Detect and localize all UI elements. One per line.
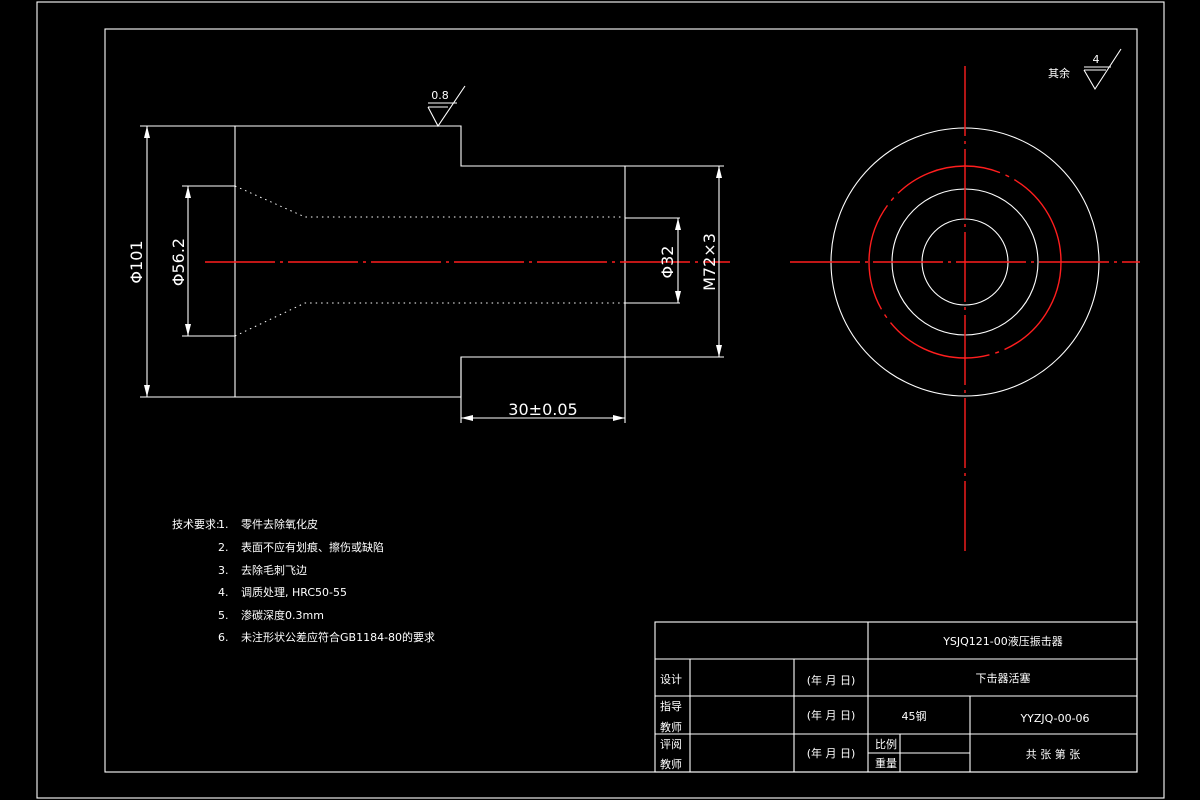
title-date-1: (年 月 日) bbox=[807, 673, 856, 687]
dim-d56-label: Φ56.2 bbox=[169, 238, 188, 286]
dim-d32-label: Φ32 bbox=[658, 246, 677, 279]
dimension-len30: 30±0.05 bbox=[460, 357, 626, 423]
tech-req-item-1: 零件去除氧化皮 bbox=[241, 517, 318, 531]
roughness-value: 0.8 bbox=[431, 89, 449, 102]
title-guide-label-2: 教师 bbox=[660, 721, 682, 734]
title-drawing-no: YYZJQ-00-06 bbox=[1019, 712, 1089, 725]
title-part-name: 下击器活塞 bbox=[976, 671, 1031, 685]
title-scale-label: 比例 bbox=[875, 737, 897, 751]
roughness-other-value: 4 bbox=[1093, 53, 1100, 66]
dim-d101-label: Φ101 bbox=[127, 240, 146, 283]
title-date-2: (年 月 日) bbox=[807, 708, 856, 722]
dim-m72-label: M72×3 bbox=[700, 233, 719, 291]
tech-req-item-5: 渗碳深度0.3mm bbox=[241, 608, 324, 622]
tech-req-texts: 零件去除氧化皮 表面不应有划痕、擦伤或缺陷 去除毛刺飞边 调质处理, HRC50… bbox=[241, 517, 435, 644]
roughness-other-label: 其余 bbox=[1048, 66, 1070, 80]
dim-len30-label: 30±0.05 bbox=[508, 400, 577, 419]
dimension-m72: M72×3 bbox=[625, 165, 724, 358]
hidden-bore-top bbox=[234, 185, 625, 218]
title-assembly: YSJQ121-00液压振击器 bbox=[942, 634, 1063, 648]
title-date-3: (年 月 日) bbox=[807, 746, 856, 760]
title-weight-label: 重量 bbox=[875, 756, 897, 770]
tech-req-num-1: 1. bbox=[218, 518, 229, 531]
title-material: 45钢 bbox=[902, 710, 927, 723]
title-design-label: 设计 bbox=[660, 673, 682, 686]
inner-frame bbox=[104, 28, 1138, 773]
roughness-other: 其余 4 bbox=[1048, 48, 1122, 91]
tech-req-numbers: 1. 2. 3. 4. 5. 6. bbox=[218, 518, 229, 644]
title-review-label-1: 评阅 bbox=[660, 738, 682, 751]
tech-req-item-3: 去除毛刺飞边 bbox=[241, 563, 307, 577]
tech-req-item-2: 表面不应有划痕、擦伤或缺陷 bbox=[241, 540, 384, 554]
tech-req-num-3: 3. bbox=[218, 564, 229, 577]
hidden-bore-bottom bbox=[234, 302, 625, 337]
tech-req-label: 技术要求: bbox=[172, 518, 220, 531]
title-sheets-label: 共 张 第 张 bbox=[1026, 747, 1081, 761]
title-review-label-2: 教师 bbox=[660, 758, 682, 771]
tech-req-num-6: 6. bbox=[218, 631, 229, 644]
dimension-d101: Φ101 bbox=[127, 125, 235, 398]
title-block: YSJQ121-00液压振击器 下击器活塞 45钢 YYZJQ-00-06 设计… bbox=[654, 621, 1138, 773]
tech-req-num-4: 4. bbox=[218, 586, 229, 599]
tech-req-num-2: 2. bbox=[218, 541, 229, 554]
tech-req-num-5: 5. bbox=[218, 609, 229, 622]
tech-req-item-6: 未注形状公差应符合GB1184-80的要求 bbox=[241, 630, 435, 644]
roughness-symbol: 0.8 bbox=[427, 85, 466, 128]
tech-requirements: 技术要求: 1. 2. 3. 4. 5. 6. 零件去除氧化皮 表面不应有划痕、… bbox=[172, 517, 435, 644]
dimension-d32: Φ32 bbox=[658, 218, 681, 303]
outer-border bbox=[36, 1, 1165, 799]
front-view bbox=[205, 125, 730, 398]
title-guide-label-1: 指导 bbox=[660, 699, 682, 713]
dimension-d56: Φ56.2 bbox=[169, 185, 235, 337]
side-view bbox=[790, 66, 1140, 553]
tech-req-item-4: 调质处理, HRC50-55 bbox=[241, 586, 347, 599]
